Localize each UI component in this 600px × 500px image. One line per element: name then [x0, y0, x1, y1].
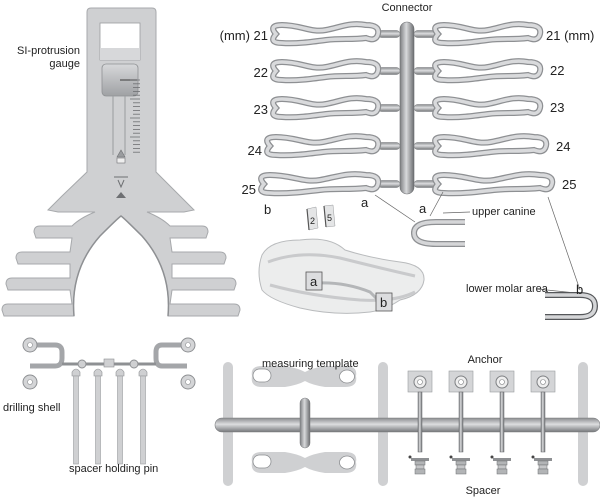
- connector-rod: [399, 21, 415, 195]
- upper-canine-label: upper canine: [472, 206, 536, 218]
- spacer-holding-pin: [71, 368, 81, 465]
- label-b-left: b: [264, 202, 271, 217]
- anchor-label: Anchor: [468, 354, 503, 366]
- connector-stem: [377, 67, 401, 75]
- appliance-label-a: a: [310, 274, 318, 289]
- connector-stem: [377, 30, 401, 38]
- spacer-holding-pins: [71, 368, 148, 465]
- size-tab-5: 5: [323, 204, 336, 228]
- spacer: [452, 458, 470, 461]
- label-a-left: a: [361, 195, 369, 210]
- label-a-right: a: [419, 201, 427, 216]
- anchor-spacer-pair: [448, 370, 474, 475]
- measuring-template: [251, 366, 357, 473]
- size-24-right: 24: [556, 139, 570, 154]
- connector-label: Connector: [382, 2, 433, 14]
- splint-size-row: [264, 133, 550, 159]
- size-22-left: 22: [254, 65, 268, 80]
- anchor-spacer-pair: [407, 370, 433, 475]
- mm-label-right: 21 (mm): [546, 28, 594, 43]
- anchor-spacer-pair: [489, 370, 515, 475]
- connector-stem: [413, 142, 437, 150]
- drilling-shell-sprue: [22, 337, 196, 390]
- size-25-left: 25: [242, 182, 256, 197]
- anchor-spacer-set: [407, 370, 556, 475]
- svg-text:2: 2: [310, 216, 315, 226]
- spacer-holding-pin: [138, 368, 148, 465]
- label-b-right: b: [576, 282, 583, 297]
- splint-size-rows: [258, 21, 556, 197]
- connector-stem: [377, 180, 401, 188]
- mm-label-left: (mm) 21: [220, 28, 268, 43]
- spacer: [411, 458, 429, 461]
- connector-stem: [413, 30, 437, 38]
- gauge-scale: [130, 79, 140, 153]
- leader-lines: [374, 191, 581, 294]
- spacer: [493, 458, 511, 461]
- measuring-template-label: measuring template: [262, 358, 359, 370]
- lower-molar-label: lower molar area: [466, 283, 549, 295]
- splint-size-row: [258, 171, 556, 197]
- spacer-label: Spacer: [466, 485, 501, 497]
- connector-stem: [413, 104, 437, 112]
- splint-size-row: [270, 95, 544, 121]
- spacer: [534, 458, 552, 461]
- spacer-holding-pin: [115, 368, 125, 465]
- appliance-label-b: b: [380, 295, 387, 310]
- upper-canine-detail: [410, 219, 465, 247]
- size-24-left: 24: [248, 143, 262, 158]
- size-25-right: 25: [562, 177, 576, 192]
- size-tab-2: 2: [306, 206, 319, 231]
- anchor-spacer-pair: [530, 370, 556, 475]
- connector-stem: [413, 67, 437, 75]
- size-23-left: 23: [254, 102, 268, 117]
- connector-stem: [413, 180, 437, 188]
- size-23-right: 23: [550, 100, 564, 115]
- svg-text:5: 5: [327, 213, 332, 223]
- splint-size-row: [270, 58, 544, 84]
- connector-stem: [377, 142, 401, 150]
- dental-appliance: a b: [258, 238, 425, 314]
- drilling-shell-label: drilling shell: [3, 402, 60, 414]
- spacer-holding-pin: [93, 368, 103, 465]
- gauge-label-line1: SI-protrusion: [17, 45, 80, 57]
- lower-molar-detail: [545, 292, 599, 320]
- connector-stem: [377, 104, 401, 112]
- spacer-holding-pin-label: spacer holding pin: [69, 463, 158, 475]
- size-22-right: 22: [550, 63, 564, 78]
- splint-size-row: [270, 21, 544, 47]
- si-protrusion-gauge: [1, 7, 241, 317]
- gauge-label-line2: gauge: [49, 58, 80, 70]
